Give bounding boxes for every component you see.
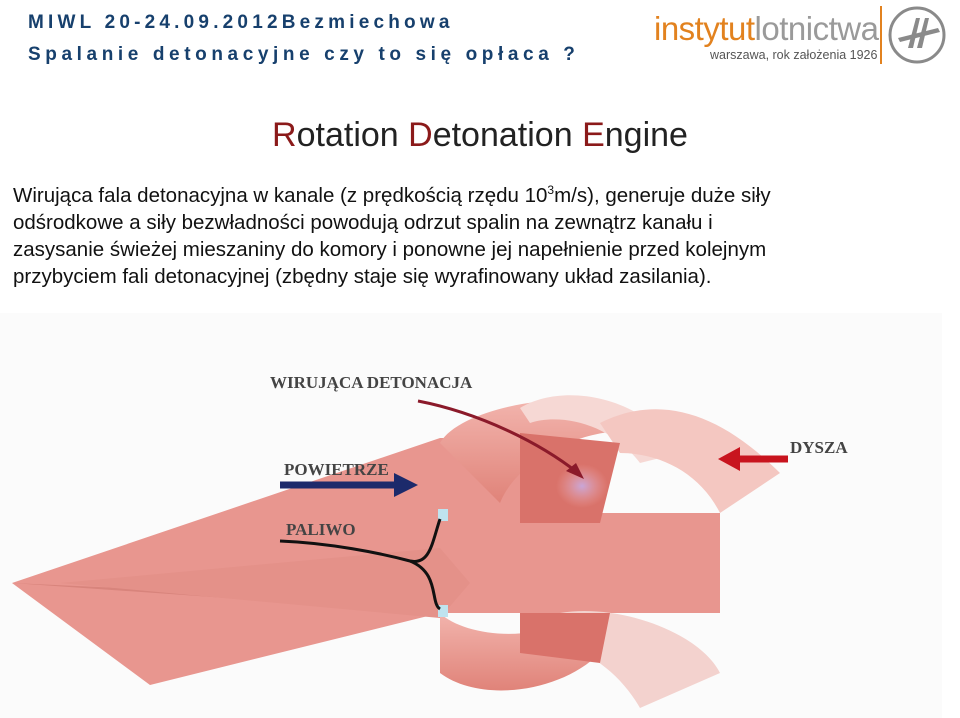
injector-gap-upper <box>438 509 448 521</box>
injector-gap-lower <box>438 605 448 617</box>
description-line-1: Wirująca fala detonacyjna w kanale (z pr… <box>13 182 959 209</box>
air-arrow-head <box>394 473 418 497</box>
aircraft-emblem-icon <box>888 6 946 64</box>
header-line-2: Spalanie detonacyjne czy to się opłaca ? <box>28 44 580 65</box>
detonation-pointer-head <box>566 463 584 479</box>
exponent: 3 <box>547 183 555 198</box>
fuel-line <box>279 518 442 563</box>
line-1-part-b: m/s), generuje duże siły <box>554 184 771 207</box>
header-line-1: MIWL 20-24.09.2012Bezmiechowa <box>28 12 454 33</box>
logo-name-part2: lotnictwa <box>754 10 879 47</box>
title-word-3: ngine <box>604 116 688 154</box>
logo-name: instytutlotnictwa <box>654 10 879 48</box>
institute-logo: instytutlotnictwa warszawa, rok założeni… <box>654 6 954 70</box>
slide-title: Rotation Detonation Engine <box>0 116 960 155</box>
title-word-1: otation <box>296 116 409 154</box>
title-cap-r: R <box>272 116 297 154</box>
title-cap-d: D <box>408 116 433 154</box>
label-air: POWIETRZE <box>284 460 389 479</box>
line-1-part-a: Wirująca fala detonacyjna w kanale (z pr… <box>13 184 548 207</box>
description-paragraph: Wirująca fala detonacyjna w kanale (z pr… <box>13 182 959 290</box>
logo-divider <box>880 6 882 64</box>
logo-subtitle: warszawa, rok założenia 1926 <box>710 48 878 62</box>
engine-diagram: WIRUJĄCA DETONACJA POWIETRZE PALIWO DYSZ… <box>0 313 942 718</box>
label-detonation: WIRUJĄCA DETONACJA <box>270 373 473 392</box>
logo-name-part1: instytut <box>654 10 755 47</box>
title-cap-e: E <box>582 116 605 154</box>
detonation-zone <box>556 464 608 508</box>
annular-channel-lower <box>520 613 610 663</box>
center-spike <box>60 548 470 618</box>
label-fuel: PALIWO <box>286 520 356 539</box>
description-line-2: odśrodkowe a siły bezwładności powodują … <box>13 211 713 234</box>
label-nozzle: DYSZA <box>790 438 848 457</box>
description-line-3: zasysanie świeżej mieszaniny do komory i… <box>13 238 767 261</box>
nozzle-arrow-head <box>718 447 740 471</box>
detonation-pointer <box>417 399 579 475</box>
title-word-2: etonation <box>432 116 583 154</box>
shell-rim-upper <box>600 409 780 513</box>
description-line-4: przybyciem fali detonacyjnej (zbędny sta… <box>13 265 712 288</box>
fuel-line-lower <box>409 559 442 611</box>
